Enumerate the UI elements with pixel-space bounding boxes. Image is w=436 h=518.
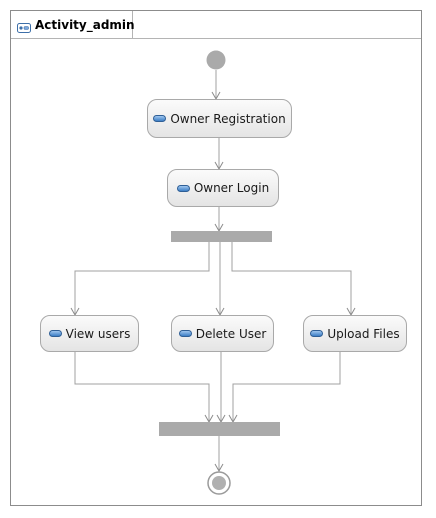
diagram-tab[interactable]: Activity_admin xyxy=(11,11,135,38)
edge-fork-to-upload-files[interactable] xyxy=(231,242,356,317)
edge-upload-files-to-join[interactable] xyxy=(228,352,341,424)
action-delete-user[interactable]: Delete User xyxy=(171,315,274,352)
action-owner-registration[interactable]: Owner Registration xyxy=(147,99,292,138)
action-label: Delete User xyxy=(195,326,267,341)
fork-bar[interactable] xyxy=(171,231,272,242)
action-owner-login[interactable]: Owner Login xyxy=(167,169,279,207)
edge-fork-to-view-users[interactable] xyxy=(70,242,210,317)
action-upload-files[interactable]: Upload Files xyxy=(303,315,407,352)
action-view-users[interactable]: View users xyxy=(40,315,139,352)
action-pill-icon xyxy=(48,330,62,337)
activity-diagram-icon xyxy=(17,19,31,33)
tab-separator xyxy=(11,38,421,39)
action-pill-icon xyxy=(176,184,190,192)
action-pill-icon xyxy=(153,115,167,122)
edge-view-users-to-join[interactable] xyxy=(74,352,214,424)
action-label: Owner Registration xyxy=(170,111,286,126)
action-label: Upload Files xyxy=(327,326,400,341)
action-label: Owner Login xyxy=(193,181,270,195)
action-label: View users xyxy=(65,326,131,341)
diagram-title: Activity_admin xyxy=(35,17,135,32)
action-pill-icon xyxy=(178,330,192,337)
initial-node[interactable] xyxy=(206,50,226,70)
final-node[interactable] xyxy=(207,471,231,495)
join-bar[interactable] xyxy=(159,422,280,436)
action-pill-icon xyxy=(310,330,324,337)
